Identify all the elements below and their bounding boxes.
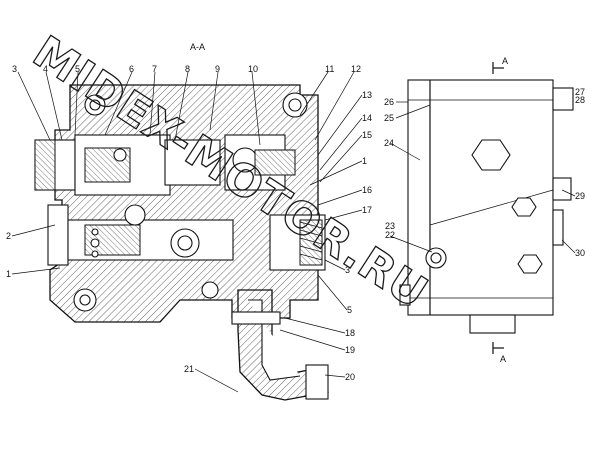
callout-30: 30 (575, 248, 585, 258)
left-cap-hatch (34, 139, 56, 191)
callout-8: 8 (185, 64, 190, 74)
section-view: А-А (34, 42, 329, 401)
block-diagonal (429, 189, 554, 226)
callout-24: 24 (384, 138, 394, 148)
callout-3: 3 (12, 64, 17, 74)
callout-16: 16 (362, 185, 372, 195)
left-stub (399, 284, 411, 306)
side-fitting-mid (552, 177, 572, 201)
callout-4: 4 (43, 64, 48, 74)
spool-cross-port-inner (177, 235, 193, 251)
side-fitting-top (552, 87, 574, 111)
callout-5: 5 (75, 64, 80, 74)
callout-19: 19 (345, 345, 355, 355)
view-marker-bottom: А (500, 354, 506, 364)
callout-27: 27 (575, 87, 585, 97)
hex-plug-lower (517, 254, 543, 274)
left-end-lower (47, 204, 69, 266)
top-plug-left-inner (89, 99, 101, 111)
central-poppet (254, 149, 296, 176)
elbow-bore (248, 299, 301, 381)
callout-7: 7 (152, 64, 157, 74)
upper-chamber (164, 139, 221, 186)
spool-hole-a (90, 238, 100, 248)
bottom-plug-left-inner (79, 294, 91, 306)
spool-hole-c (91, 250, 99, 258)
round-port-inner (430, 252, 442, 264)
callout-22: 22 (385, 230, 395, 240)
callout-12: 12 (351, 64, 361, 74)
callout-14: 14 (362, 113, 372, 123)
upper-port-hole (113, 148, 127, 162)
callout-18: 18 (345, 328, 355, 338)
callout-29: 29 (575, 191, 585, 201)
callout-10: 10 (248, 64, 258, 74)
callout-3-lower: 3 (345, 265, 350, 275)
callout-6: 6 (129, 64, 134, 74)
leader-lines (11, 71, 576, 393)
spool-hole-b (91, 228, 99, 236)
top-plug-right-inner (288, 98, 302, 112)
callout-1-right: 1 (362, 156, 367, 166)
hex-plug-large (471, 139, 511, 171)
callout-13: 13 (362, 90, 372, 100)
view-marker-top: А (502, 56, 508, 66)
exterior-view: А А (399, 56, 574, 364)
callout-20: 20 (345, 372, 355, 382)
fitting-collar (231, 311, 281, 325)
hex-plug-small (511, 197, 537, 217)
spring-coils (299, 221, 323, 261)
callout-11: 11 (325, 64, 334, 74)
side-fitting-lower (552, 209, 564, 246)
bottom-plug-mid (201, 281, 219, 299)
callout-23: 23 (385, 221, 395, 231)
callouts: 3 4 5 6 7 8 9 10 11 12 13 14 15 1 16 17 … (6, 64, 585, 382)
callout-1-left: 1 (6, 269, 11, 279)
callout-26: 26 (384, 97, 394, 107)
bottom-stub (469, 314, 516, 334)
callout-28: 28 (575, 95, 585, 105)
callout-5-lower: 5 (347, 305, 352, 315)
callout-15: 15 (362, 130, 372, 140)
callout-2: 2 (6, 231, 11, 241)
callout-21: 21 (184, 364, 194, 374)
callout-9: 9 (215, 64, 220, 74)
section-title: А-А (190, 42, 205, 52)
callout-25: 25 (384, 113, 394, 123)
elbow-nut (305, 364, 329, 400)
callout-17: 17 (362, 205, 372, 215)
upper-oil-gallery (124, 204, 146, 226)
